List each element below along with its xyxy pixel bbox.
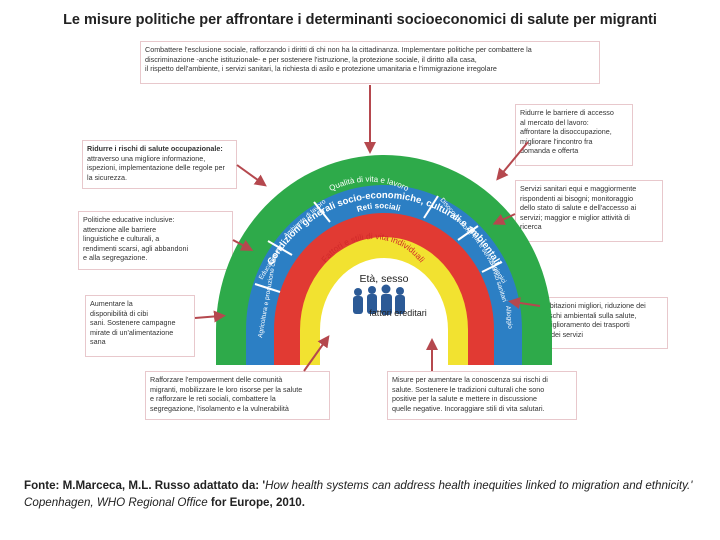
arrow-occupational (236, 164, 267, 187)
box-healthy-food: Aumentare la disponibilità di cibi sani.… (85, 295, 195, 357)
ring-core (320, 258, 448, 365)
box-line: e dei servizi (545, 329, 583, 339)
box-line: migranti, mobilizzare le loro risorse pe… (150, 384, 303, 394)
box-health-knowledge: Misure per aumentare la conoscenza sui r… (387, 371, 577, 420)
box-line: sani. Sostenere campagne (90, 318, 176, 327)
box-line: Abitazioni migliori, riduzione dei (545, 301, 646, 310)
box-line: la sicurezza. (87, 172, 127, 182)
box-line: quelle negative. Incoraggiare stili di v… (392, 403, 545, 413)
box-line: rispondenti ai bisogni; monitoraggio (520, 193, 634, 203)
box-line: servizi; maggior e miglior attività di (520, 212, 630, 222)
sector-label-work-environment: Ambiente di lavoro (283, 198, 328, 239)
box-line: Rafforzare l'empowerment delle comunità (150, 375, 283, 384)
box-line: Politiche educative inclusive: (83, 215, 175, 224)
sector-label-health-services: Servizi sanitari (488, 260, 508, 302)
box-line: dello stato di salute e dell'accesso ai (520, 203, 637, 212)
box-line: Misure per aumentare la conoscenza sui r… (392, 375, 548, 384)
caption-prefix: Fonte: M.Marceca, M.L. Russo adattato da… (24, 479, 266, 492)
ring-label-lifestyle: Fattori e stili di vita individuali (319, 231, 427, 264)
box-line: e alla segregazione. (83, 253, 148, 262)
core-label-hereditary: fattori ereditari (369, 308, 427, 318)
connector-arrows (194, 85, 541, 372)
box-line: e rafforzare le reti sociali, combattere… (150, 394, 276, 403)
box-line: Ridurre i rischi di salute occupazionale… (87, 144, 223, 153)
ring-red (274, 213, 494, 365)
sector-label-housing: Alloggio (504, 305, 513, 329)
ring-label-outer-text: Condizioni generali socio-economiche, cu… (265, 190, 502, 267)
box-line: il rispetto dell'ambiente, i servizi san… (145, 64, 497, 73)
arrow-food (194, 310, 226, 323)
sector-label-education: Educazione (258, 248, 282, 281)
source-caption: Fonte: M.Marceca, M.L. Russo adattato da… (24, 477, 704, 512)
people-icon (353, 284, 405, 315)
box-line: ispezioni, implementazione delle regole … (87, 163, 225, 172)
box-housing: Abitazioni migliori, riduzione dei risch… (540, 297, 668, 349)
ring-label-social: Reti sociali (356, 201, 402, 214)
box-line: sana (90, 337, 106, 346)
ring-label-outer: Condizioni generali socio-economiche, cu… (265, 190, 502, 267)
box-health-services: Servizi sanitari equi e maggiormente ris… (515, 180, 663, 242)
box-line: segregazione, l'isolamento e la vulnerab… (150, 403, 289, 413)
arrow-community (303, 335, 330, 372)
box-line: rendimenti scarsi, agli abbandoni (83, 243, 189, 253)
box-labour-market: Ridurre le barriere di accesso al mercat… (515, 104, 633, 166)
diagram-title: Le misure politiche per affrontare i det… (63, 12, 657, 28)
caption-suffix: for Europe, 2010. (207, 496, 305, 510)
caption-work: How health systems can address health in… (24, 479, 693, 510)
box-line: Combattere l'esclusione sociale, rafforz… (145, 45, 532, 54)
box-line: rischi ambientali sulla salute, (545, 310, 637, 320)
box-line: miglioramento dei trasporti (545, 320, 630, 329)
box-line: salute. Sostenere le tradizioni cultural… (392, 384, 545, 394)
box-line: ricerca (520, 222, 542, 231)
sector-label-agriculture: Agricoltura e produzione cibo (257, 254, 279, 339)
box-line: disponibilità di cibi (90, 308, 148, 318)
ring-yellow (300, 237, 468, 365)
ring-label-living-text: Qualità di vita e lavoro (328, 175, 411, 194)
arrow-education (232, 239, 254, 251)
box-line: Ridurre le barriere di accesso (520, 108, 614, 117)
box-social-exclusion: Combattere l'esclusione sociale, rafforz… (140, 41, 600, 84)
core-label-age-sex: Età, sesso (359, 273, 408, 285)
box-line: Servizi sanitari equi e maggiormente (520, 184, 637, 193)
box-line: domanda e offerta (520, 146, 579, 155)
ring-label-lifestyle-text: Fattori e stili di vita individuali (319, 231, 427, 264)
box-line: attraverso una migliore informazione, (87, 153, 206, 163)
ring-label-social-text: Reti sociali (356, 201, 402, 214)
ring-green (216, 155, 552, 365)
sector-dividers (254, 195, 503, 293)
box-line: linguistiche e culturali, a (83, 234, 160, 243)
box-line: migliorare l'incontro fra (520, 136, 593, 146)
box-community-empowerment: Rafforzare l'empowerment delle comunità … (145, 371, 330, 420)
box-line: mirate di un'alimentazione (90, 327, 174, 337)
sector-label-water: Acqua e servizi igienici (466, 225, 507, 284)
box-occupational-health: Ridurre i rischi di salute occupazionale… (82, 140, 237, 189)
box-line: al mercato del lavoro: (520, 117, 589, 127)
ring-label-living: Qualità di vita e lavoro (328, 175, 411, 194)
box-line: affrontare la disoccupazione, (520, 127, 612, 136)
box-line: positive per la salute e mettere in disc… (392, 394, 538, 403)
box-education-policies: Politiche educative inclusive: attenzion… (78, 211, 233, 270)
arrow-housing (508, 296, 541, 309)
box-line: discriminazione -anche istituzionale- e … (145, 54, 477, 64)
arrow-health-services (492, 213, 516, 225)
box-line: Aumentare la (90, 299, 133, 308)
ring-blue (246, 185, 522, 365)
box-line: attenzione alle barriere (83, 224, 157, 234)
sector-label-unemployment: Disoccupazione (438, 197, 473, 237)
